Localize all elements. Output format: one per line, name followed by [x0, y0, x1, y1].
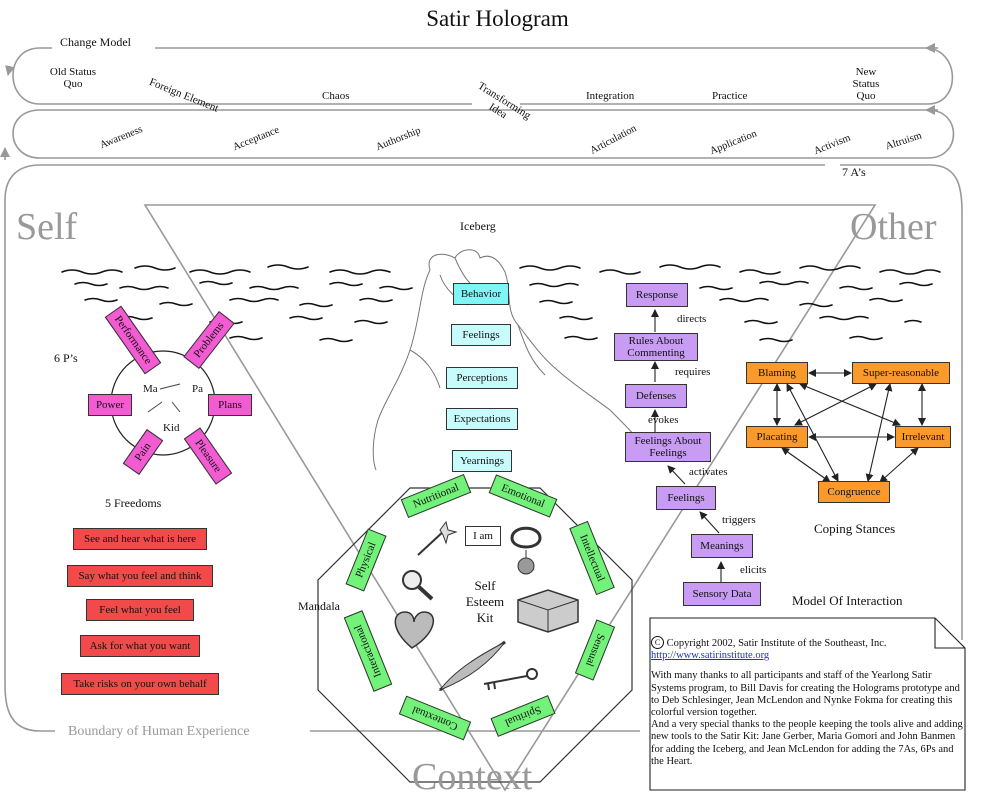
stage-old-status-quo: Old Status Quo — [49, 66, 97, 90]
mandala-i-am: I am — [465, 526, 501, 546]
context-label: Context — [412, 756, 533, 798]
p-plans: Plans — [208, 394, 252, 416]
iceberg-behavior: Behavior — [453, 283, 509, 305]
feather-icon — [438, 640, 506, 692]
verb-elicits: elicits — [740, 564, 767, 576]
six-ps-label: 6 P’s — [54, 351, 78, 365]
heart-icon — [394, 611, 435, 649]
step-rules-about-commenting: Rules About Commenting — [614, 333, 698, 361]
stage-integration: Integration — [586, 90, 635, 102]
copyright-symbol: C — [651, 636, 664, 649]
freedom-feel: Feel what you feel — [86, 599, 194, 621]
copyright-text: Copyright 2002, Satir Institute of the S… — [666, 638, 887, 649]
boundary-label: Boundary of Human Experience — [68, 724, 250, 739]
verb-directs: directs — [677, 313, 707, 325]
seven-as-label: 7 A’s — [842, 165, 866, 179]
mandala-esteem: Esteem — [465, 594, 505, 609]
six-ps-pa: Pa — [192, 383, 203, 395]
magnifier-icon — [402, 570, 434, 601]
stance-irrelevant: Irrelevant — [895, 426, 951, 448]
verb-requires: requires — [675, 366, 711, 378]
self-label: Self — [16, 206, 78, 248]
stance-super-reasonable: Super-reasonable — [852, 362, 950, 384]
six-ps-ma: Ma — [143, 383, 158, 395]
p-power: Power — [88, 394, 132, 416]
copyright-line: C Copyright 2002, Satir Institute of the… — [651, 636, 965, 662]
six-ps-kid: Kid — [163, 422, 180, 434]
stance-congruence: Congruence — [818, 481, 890, 503]
page-title: Satir Hologram — [426, 6, 569, 31]
mandala-self: Self — [474, 578, 496, 593]
verb-activates: activates — [689, 466, 728, 478]
stance-blaming: Blaming — [746, 362, 808, 384]
mandala-octagon — [317, 487, 633, 783]
satir-institute-link[interactable]: http://www.satirinstitute.org — [651, 650, 770, 662]
seven-as-loop — [12, 109, 955, 159]
stage-practice: Practice — [712, 90, 748, 102]
step-sensory-data: Sensory Data — [683, 582, 761, 606]
iceberg-sketch — [372, 249, 656, 471]
boundary-loop — [4, 164, 963, 732]
step-feelings-about-feelings: Feelings About Feelings — [625, 432, 711, 462]
copyright-note: C Copyright 2002, Satir Institute of the… — [651, 636, 965, 774]
other-label: Other — [850, 206, 937, 248]
verb-evokes: evokes — [648, 414, 679, 426]
freedom-risks: Take risks on your own behalf — [61, 673, 219, 695]
key-icon — [483, 668, 538, 691]
five-freedoms-label: 5 Freedoms — [105, 496, 162, 510]
iceberg-label: Iceberg — [460, 219, 496, 233]
thanks-paragraph-2: And a very special thanks to the people … — [651, 719, 963, 767]
step-defenses: Defenses — [625, 384, 687, 408]
freedom-see-hear: See and hear what is here — [73, 528, 207, 550]
treasure-box-icon — [517, 589, 579, 633]
iceberg-perceptions: Perceptions — [446, 367, 518, 389]
coping-stances-label: Coping Stances — [814, 521, 896, 536]
stance-placating: Placating — [746, 426, 808, 448]
step-meanings: Meanings — [691, 534, 753, 558]
wand-icon — [417, 520, 458, 556]
mandala-kit: Kit — [476, 610, 494, 625]
water-waves — [61, 264, 941, 343]
iceberg-expectations: Expectations — [446, 408, 518, 430]
change-model-label: Change Model — [60, 35, 131, 49]
step-response: Response — [626, 283, 688, 307]
medallion-icon — [510, 526, 542, 575]
iceberg-feelings: Feelings — [451, 324, 511, 346]
stage-new-status-quo: New Status Quo — [852, 66, 880, 102]
verb-triggers: triggers — [722, 514, 756, 526]
stage-chaos: Chaos — [322, 90, 350, 102]
thanks-paragraph-1: With many thanks to all participants and… — [651, 670, 960, 719]
freedom-say: Say what you feel and think — [67, 565, 213, 587]
interaction-label: Model Of Interaction — [792, 593, 903, 608]
step-feelings: Feelings — [656, 486, 716, 510]
freedom-ask: Ask for what you want — [80, 635, 200, 657]
iceberg-yearnings: Yearnings — [452, 450, 512, 472]
mandala-label: Mandala — [298, 599, 340, 613]
copyright-note-frame — [649, 617, 966, 791]
